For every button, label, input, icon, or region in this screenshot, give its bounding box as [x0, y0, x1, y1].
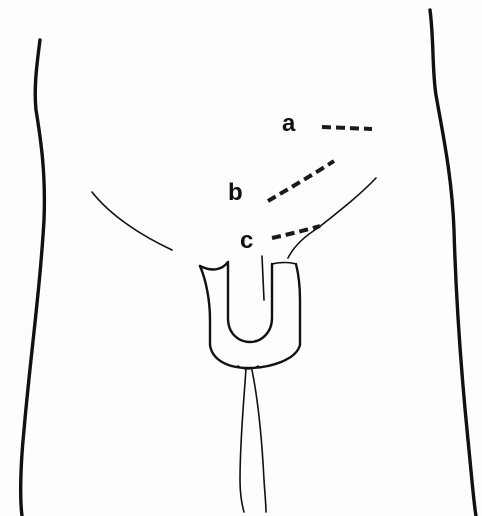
incision-b [268, 161, 334, 201]
perineal-line-right [252, 370, 266, 512]
right-flank-outline [430, 10, 476, 516]
label-a: a [282, 110, 296, 137]
genital-outline-outer [200, 264, 300, 368]
right-inguinal-crease [318, 178, 376, 228]
left-flank-outline [21, 40, 45, 516]
genital-inner-left [228, 262, 272, 342]
genital-top-lip [200, 262, 228, 269]
left-inguinal-crease [92, 192, 172, 250]
genital-midline [262, 256, 264, 300]
perineal-line-left [240, 368, 246, 512]
label-c: c [240, 227, 253, 254]
incision-a [322, 127, 372, 129]
label-b: b [228, 179, 243, 206]
genital-inner-right-edge [272, 263, 296, 265]
